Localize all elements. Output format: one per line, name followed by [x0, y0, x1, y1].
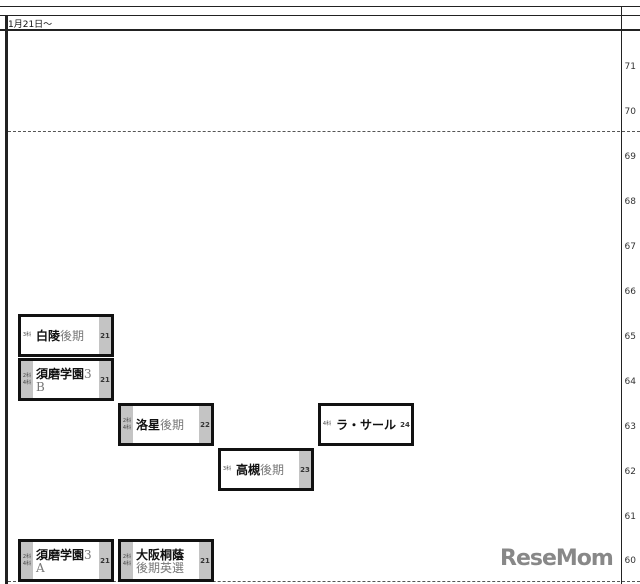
scale-label: 69: [624, 152, 636, 162]
scale-label: 65: [624, 332, 636, 342]
school-suffix2: 後期英選: [136, 560, 185, 575]
scale-label: 60: [624, 556, 636, 566]
exam-date: 24: [399, 406, 411, 443]
resemom-watermark-logo: ReseMom: [500, 546, 614, 571]
school-suffix: 後期: [60, 329, 85, 343]
exam-date: 23: [299, 451, 311, 488]
school-suffix: 後期: [260, 463, 285, 477]
scale-label: 64: [624, 377, 636, 387]
school-name: ラ・サール: [336, 418, 397, 432]
school-suffix: 3: [84, 366, 92, 381]
school-name: 洛星: [136, 418, 161, 432]
header-top-line: [0, 15, 640, 16]
top-border: [0, 6, 640, 7]
scale-label: 63: [624, 422, 636, 432]
school-suffix2: A: [36, 560, 45, 575]
school-suffix: 3: [84, 547, 92, 562]
subject-label: 3科: [221, 451, 233, 488]
scale-label: 66: [624, 287, 636, 297]
exam-date: 21: [99, 317, 111, 354]
school-suffix: 後期: [160, 418, 185, 432]
school-entry: 4科 ラ・サール 24: [318, 403, 414, 446]
scale-label: 67: [624, 242, 636, 252]
scale-label: 68: [624, 197, 636, 207]
header-bottom-line: [0, 29, 640, 31]
subject-label: 4科: [321, 406, 333, 443]
school-name: 高槻: [236, 463, 261, 477]
school-entry: 3科 白陵後期 21: [18, 314, 114, 357]
header-date-label: 1月21日〜: [8, 20, 53, 30]
scale-label: 71: [624, 62, 636, 72]
scale-label: 62: [624, 467, 636, 477]
exam-date: 21: [199, 542, 211, 579]
school-suffix2: B: [36, 379, 45, 394]
scale-label: 61: [624, 512, 636, 522]
left-axis-line: [5, 15, 8, 584]
dashed-line: [8, 131, 640, 132]
subject-label: 3科: [21, 317, 33, 354]
bottom-dashed-line: [8, 581, 640, 582]
exam-date: 21: [99, 542, 111, 579]
school-entry: 3科 高槻後期 23: [218, 448, 314, 491]
school-name: 須磨学園: [36, 366, 85, 381]
scale-label: 70: [624, 107, 636, 117]
school-name: 大阪桐蔭: [136, 547, 185, 562]
right-column-line: [621, 6, 622, 584]
exam-date: 22: [199, 406, 211, 443]
school-name: 白陵: [36, 329, 61, 343]
exam-date: 21: [99, 361, 111, 398]
school-name: 須磨学園: [36, 547, 85, 562]
